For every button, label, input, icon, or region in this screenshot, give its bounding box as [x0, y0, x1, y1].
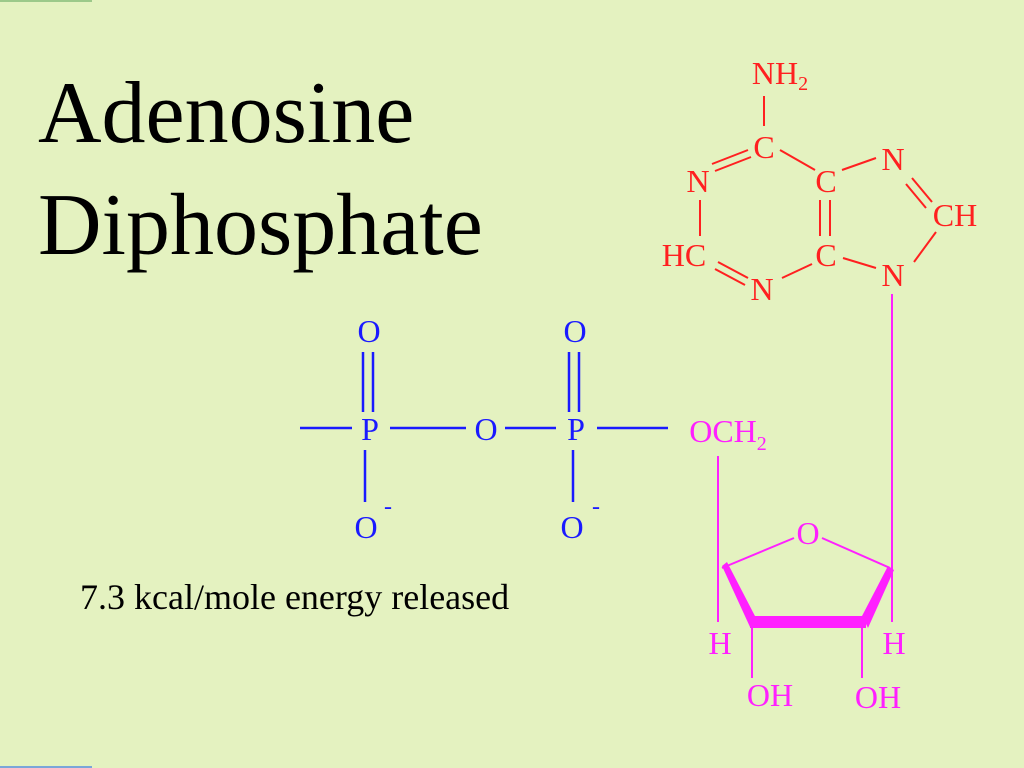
negative-charge-1: -: [384, 494, 392, 520]
slide-title: Adenosine Diphosphate: [38, 58, 483, 282]
bond-n3-c4: [781, 263, 813, 279]
adenine-n7: N: [881, 141, 904, 177]
adenine-n1: N: [686, 163, 709, 199]
phosphate-oxygen-bottom-1: O: [354, 509, 377, 545]
bond-c5-n7: [841, 157, 877, 171]
phosphate-oxygen-top-1: O: [357, 313, 380, 349]
adenine-n3: N: [750, 271, 773, 307]
phosphate-group: [300, 352, 668, 502]
bond-c4-n9: [842, 257, 877, 269]
bottom-left-divider: [0, 766, 92, 768]
phosphate-oxygen-bottom-2: O: [560, 509, 583, 545]
double-bond-c2-n3-a: [717, 261, 749, 279]
adenine-c8: CH: [933, 197, 977, 233]
double-bond-c2-n3-b: [714, 268, 746, 286]
adenine-c2: HC: [662, 237, 706, 273]
ring-wedge-c3-c2: [750, 616, 866, 628]
adenine-n9: N: [881, 257, 904, 293]
adenine-labels: NH2 C N C N CH HC C N N: [662, 55, 977, 307]
ring-wedge-c4-c3: [722, 562, 756, 627]
top-left-divider: [0, 0, 92, 2]
ribose-oh-right: OH: [855, 679, 901, 715]
phosphate-labels: O O P O P O O - -: [354, 313, 600, 545]
ring-bond-o-c1: [821, 537, 891, 569]
ribose-ring-oxygen: O: [796, 515, 819, 551]
double-bond-n1-c6-a: [711, 149, 749, 165]
ribose-och2: OCH2: [689, 413, 767, 455]
ribose-h-right: H: [882, 625, 905, 661]
ribose-bonds: [717, 294, 893, 678]
double-bond-n7-c8-b: [905, 183, 927, 209]
title-line-1: Adenosine: [38, 65, 415, 162]
negative-charge-2: -: [592, 494, 600, 520]
phosphorus-1: P: [361, 411, 379, 447]
ring-bond-c4-o: [721, 537, 795, 569]
ring-wedge-c2-c1: [862, 566, 894, 628]
adenine-amine-group: NH2: [752, 55, 808, 95]
double-bond-n7-c8-a: [911, 177, 933, 203]
bond-c8-n9: [913, 231, 937, 263]
adenine-c4: C: [815, 237, 836, 273]
ribose-labels: OCH2 O H H OH OH: [689, 413, 905, 715]
adenine-bonds: [699, 96, 937, 286]
phosphate-oxygen-top-2: O: [563, 313, 586, 349]
ribose-oh-left: OH: [747, 677, 793, 713]
bridge-oxygen: O: [474, 411, 497, 447]
title-line-2: Diphosphate: [38, 177, 483, 274]
bond-c6-c5: [779, 149, 816, 171]
double-bond-n1-c6-b: [714, 156, 752, 172]
adenine-c6: C: [753, 129, 774, 165]
phosphorus-2: P: [567, 411, 585, 447]
adenine-c5: C: [815, 163, 836, 199]
ribose-h-left: H: [708, 625, 731, 661]
energy-caption: 7.3 kcal/mole energy released: [80, 577, 510, 617]
